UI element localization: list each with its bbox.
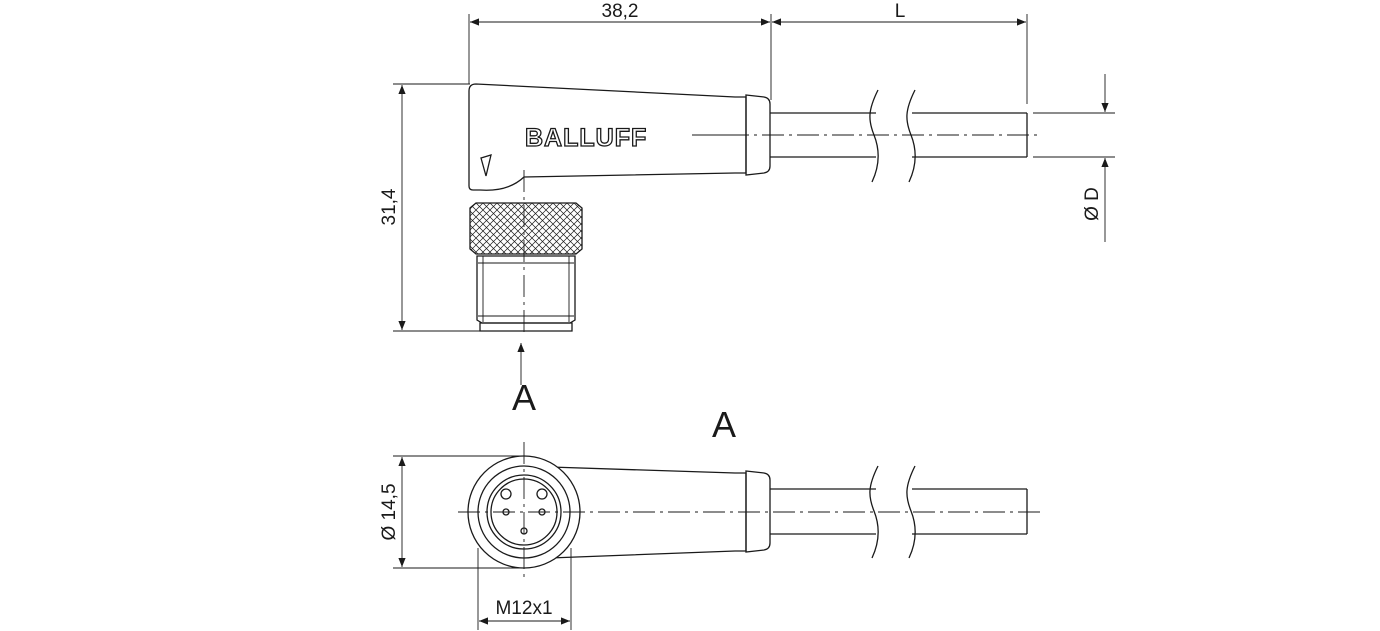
pin-2 bbox=[536, 488, 548, 500]
break-line bbox=[869, 465, 879, 559]
thread-body bbox=[476, 255, 576, 324]
brand-logo: BALLUFF bbox=[525, 124, 647, 152]
view-title: A bbox=[712, 404, 736, 445]
dim-cable-diameter: Ø D bbox=[1082, 187, 1103, 221]
view-arrow-label: A bbox=[512, 377, 536, 418]
pin-face bbox=[479, 322, 573, 332]
break-line bbox=[869, 89, 879, 183]
front-view: A Ø 14,5 M12x1 bbox=[379, 404, 1040, 630]
dim-thread: M12x1 bbox=[495, 598, 552, 619]
side-view: 38,2 L 31,4 BALLUFF Ø D bbox=[379, 1, 1115, 418]
break-line bbox=[906, 89, 916, 183]
cable-gland-ring bbox=[745, 470, 771, 553]
dim-height: 31,4 bbox=[379, 188, 400, 225]
dim-cable-length: L bbox=[895, 1, 906, 22]
coding-marker-icon bbox=[480, 154, 492, 177]
cable-gland-ring bbox=[745, 94, 771, 176]
dim-body-length: 38,2 bbox=[602, 1, 639, 22]
knurled-nut bbox=[469, 202, 583, 255]
dim-head-diameter: Ø 14,5 bbox=[379, 483, 400, 540]
break-line bbox=[906, 465, 916, 559]
connector-body bbox=[468, 83, 747, 191]
pin-1 bbox=[500, 488, 512, 500]
